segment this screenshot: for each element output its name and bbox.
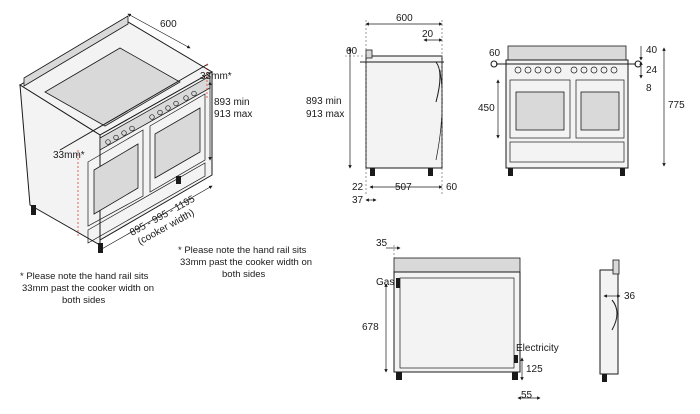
front-view [490,45,642,176]
gas-height: 678 [362,322,379,333]
side-view [345,20,444,195]
front-total-height: 775 [668,100,685,111]
iso-oven-window-right [154,107,201,179]
elec-height: 125 [526,364,543,375]
svg-text:* Please note the hand rail si: * Please note the hand rail sits [20,271,149,282]
iso-depth-line [127,13,191,49]
rail-detail [599,259,620,382]
iso-drawer [87,162,206,244]
iso-foot [176,176,181,184]
iso-foot [31,205,36,215]
front-oven-right [575,79,625,139]
rail-depth: 36 [624,291,636,302]
front-oven-left [509,79,571,139]
side-body [365,55,443,169]
side-top: 60 [346,46,358,57]
side-splash [365,49,373,59]
front-rail-drop: 8 [646,83,652,94]
side-rail-offset: 20 [422,29,434,40]
side-foot-front: 22 [352,182,364,193]
gas-connection [396,278,400,288]
iso-depth-label: 600 [160,19,177,30]
note-right: * Please note the hand rail sits 33mm pa… [178,245,312,280]
iso-hob [44,47,181,127]
front-splash [507,45,627,61]
front-splash-label: 40 [646,45,658,56]
back-body [393,271,521,373]
iso-rail-right-label: 33mm* [200,71,232,82]
svg-text:both sides: both sides [222,269,266,280]
side-height-min: 893 min [306,96,342,107]
side-depth: 600 [396,13,413,24]
electricity-connection [514,355,518,363]
front-drawer [509,141,625,163]
iso-foot [98,243,103,253]
front-oven-height: 450 [478,103,495,114]
note-left: * Please note the hand rail sits 33mm pa… [20,271,154,306]
svg-text:33mm past the cooker width on: 33mm past the cooker width on [180,257,312,268]
side-rail [435,61,441,103]
iso-knobs [105,90,197,145]
side-foot-back: 60 [446,182,458,193]
back-splash [393,257,521,273]
svg-text:33mm past the cooker width on: 33mm past the cooker width on [22,283,154,294]
iso-height-max: 913 max [214,109,252,120]
rail-detail-rail [611,299,618,331]
svg-text:both sides: both sides [62,295,106,306]
iso-width-line [99,185,213,251]
electricity-label: Electricity [516,343,559,354]
front-rail-height: 24 [646,65,658,76]
side-foot-depth: 37 [352,195,364,206]
side-height-max: 913 max [306,109,344,120]
front-top: 60 [489,48,501,59]
svg-text:* Please note the hand rail si: * Please note the hand rail sits [178,245,307,256]
back-view [393,245,521,380]
gas-label: Gas [376,277,394,288]
iso-oven-door-right [149,93,206,193]
front-knobs [514,66,618,74]
back-offset: 35 [376,238,388,249]
iso-cooker [19,15,213,253]
side-base-depth: 507 [395,182,412,193]
elec-side: 55 [521,390,533,401]
iso-height-min: 893 min [214,97,250,108]
iso-rail-left-label: 33mm* [53,150,85,161]
iso-hand-rail [59,63,209,151]
